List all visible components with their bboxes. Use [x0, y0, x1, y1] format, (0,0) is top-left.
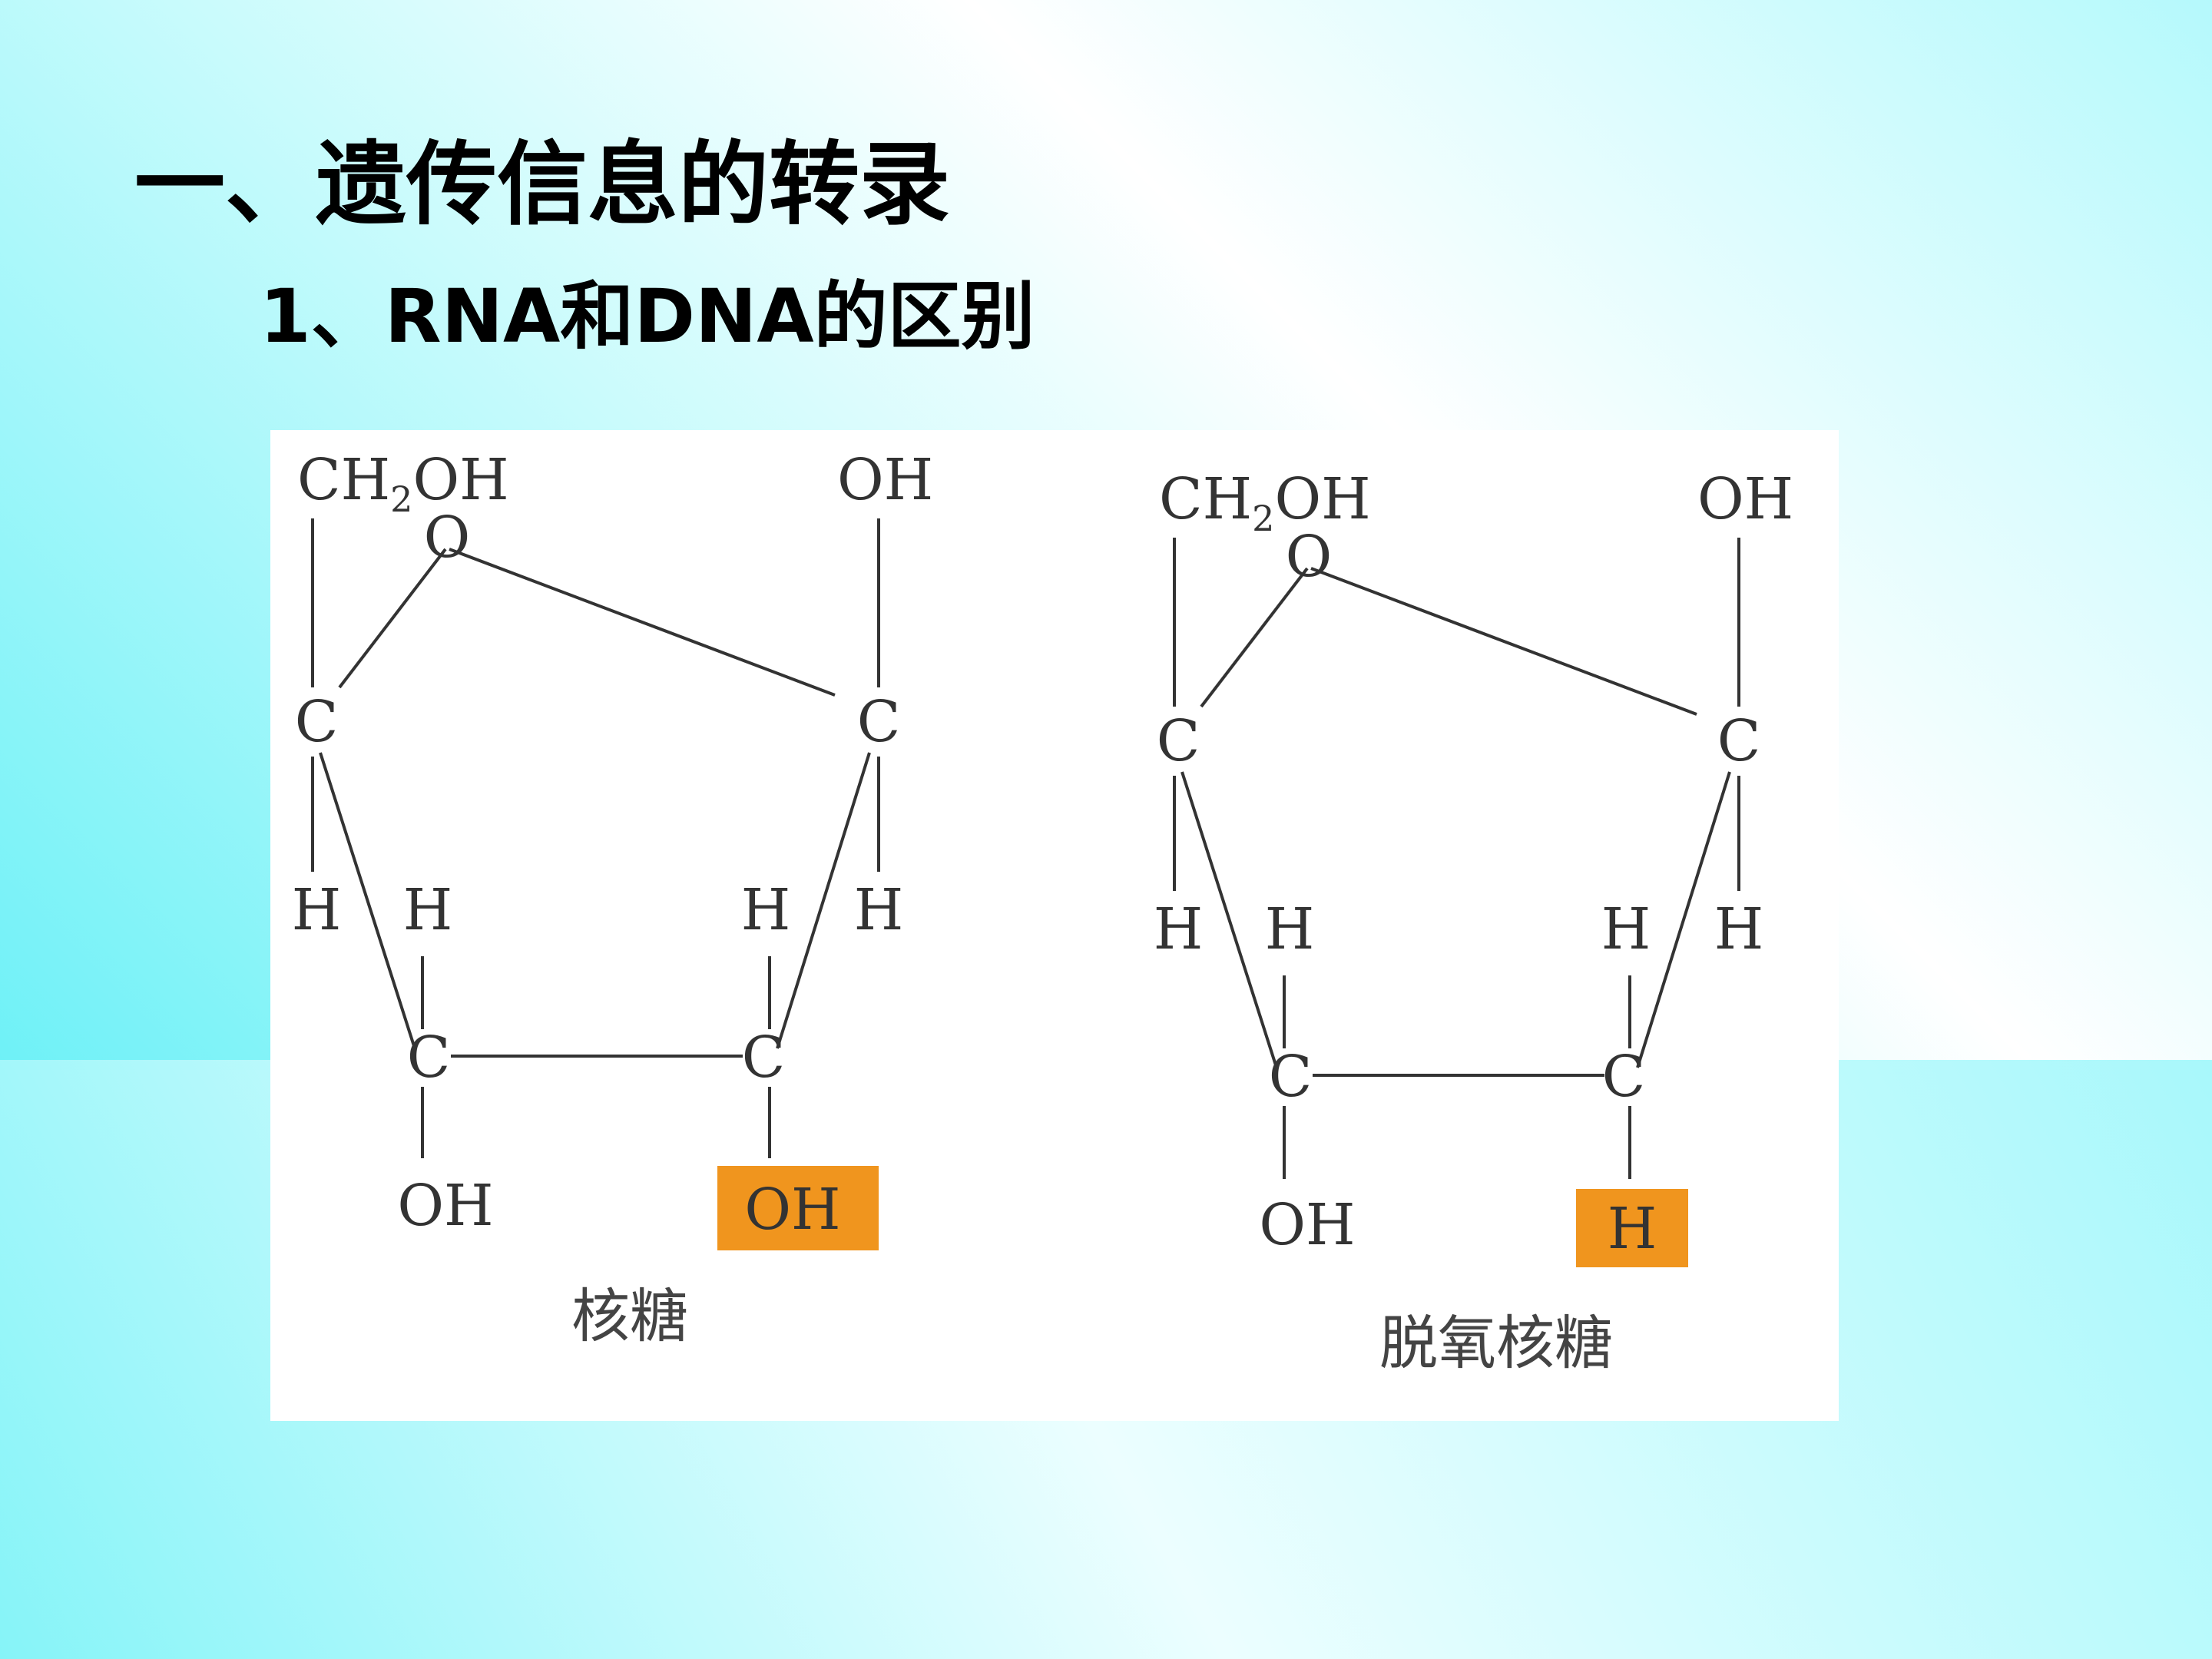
ribose-bond-c4-c3: [319, 752, 416, 1049]
deoxyribose-bond-c1-c2: [1636, 771, 1731, 1068]
deoxyribose-bond-c4-c3: [1181, 771, 1278, 1068]
ribose-bond-o-c1: [449, 548, 836, 697]
deoxyribose-bond-o-c1: [1310, 567, 1697, 716]
ribose-ch2oh-label: CH2OH: [297, 447, 509, 520]
ribose-bond-c4-o: [338, 548, 447, 689]
deoxyribose-bottom-right-h: H: [1608, 1196, 1657, 1262]
ribose-carbon-3: C: [407, 1025, 451, 1091]
ribose-h-c3: H: [403, 877, 453, 943]
ribose-bottom-left-oh: OH: [397, 1173, 493, 1239]
slide-title: 一、遗传信息的转录: [134, 131, 951, 237]
deoxyribose-h-c3: H: [1265, 896, 1315, 962]
ribose-h-c2: H: [741, 877, 791, 943]
ribose-h-c1: H: [854, 877, 904, 943]
ribose-ring-oxygen: O: [424, 505, 471, 571]
deoxyribose-carbon-3: C: [1269, 1044, 1313, 1110]
ribose-caption: 核糖: [571, 1282, 688, 1350]
ribose-highlight-box: [717, 1166, 879, 1250]
deoxyribose-ch2oh-label: CH2OH: [1159, 466, 1371, 539]
sugar-structure-figure: CH2OH O OH C C H H H H C C OH OH 核糖: [270, 430, 1839, 1421]
deoxyribose-bond-c4-o: [1200, 567, 1309, 708]
deoxyribose-carbon-1: C: [1717, 708, 1761, 774]
deoxyribose-highlight-box: [1576, 1189, 1688, 1267]
ribose-carbon-4: C: [295, 689, 339, 755]
deoxyribose-carbon-4: C: [1157, 708, 1200, 774]
ribose-carbon-1: C: [857, 689, 901, 755]
deoxyribose-h-c4: H: [1154, 896, 1204, 962]
sugar-structures-svg: CH2OH O OH C C H H H H C C OH OH 核糖: [292, 447, 1793, 1377]
deoxyribose-carbon-2: C: [1602, 1044, 1646, 1110]
deoxyribose-caption: 脱氧核糖: [1379, 1309, 1613, 1377]
deoxyribose-ring-oxygen: O: [1286, 524, 1333, 590]
deoxyribose-top-right-oh: OH: [1697, 466, 1793, 532]
ribose-top-right-oh: OH: [837, 447, 933, 513]
ribose-bottom-right-oh: OH: [744, 1177, 840, 1243]
ribose-structure: CH2OH O OH C C H H H H C C OH OH 核糖: [292, 447, 933, 1350]
ribose-carbon-2: C: [742, 1025, 786, 1091]
deoxyribose-bottom-left-oh: OH: [1259, 1192, 1355, 1258]
deoxyribose-h-c1: H: [1714, 896, 1764, 962]
slide-subtitle: 1、RNA和DNA的区别: [260, 273, 1035, 359]
deoxyribose-structure: CH2OH O OH C C H H H H C C OH H 脱氧核糖: [1154, 466, 1793, 1377]
deoxyribose-h-c2: H: [1601, 896, 1651, 962]
ribose-h-c4: H: [292, 877, 342, 943]
ribose-bond-c1-c2: [776, 752, 871, 1049]
